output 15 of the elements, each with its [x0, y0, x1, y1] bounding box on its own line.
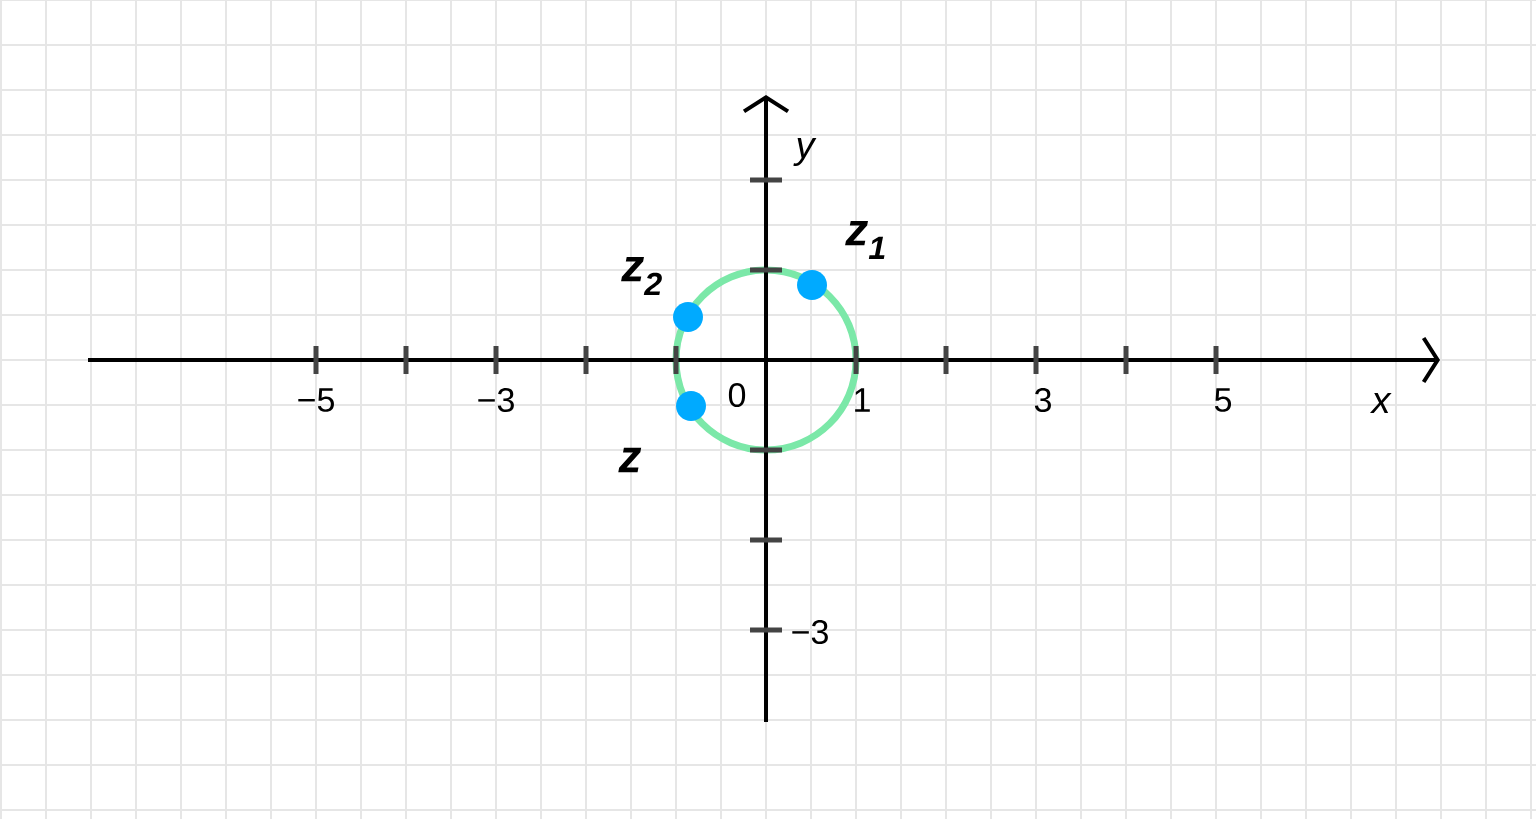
axis-label: y: [793, 138, 817, 166]
tick-label: 5: [1214, 388, 1232, 412]
point-label: z$_{1}$: [845, 221, 885, 259]
tick-label: 0: [728, 382, 746, 408]
point-marker: [797, 270, 827, 300]
tick-label: 3: [1034, 387, 1051, 413]
point-marker: [673, 302, 703, 332]
tick-label: −5: [298, 388, 334, 412]
tick-label: −3: [792, 619, 828, 645]
point-marker: [676, 391, 706, 421]
tick-label: −3: [478, 387, 514, 413]
point-label: z$_{2}$: [621, 256, 662, 296]
axis-label: x: [1370, 392, 1392, 414]
point-label: z: [618, 447, 642, 473]
tick-label: 1: [855, 388, 870, 412]
